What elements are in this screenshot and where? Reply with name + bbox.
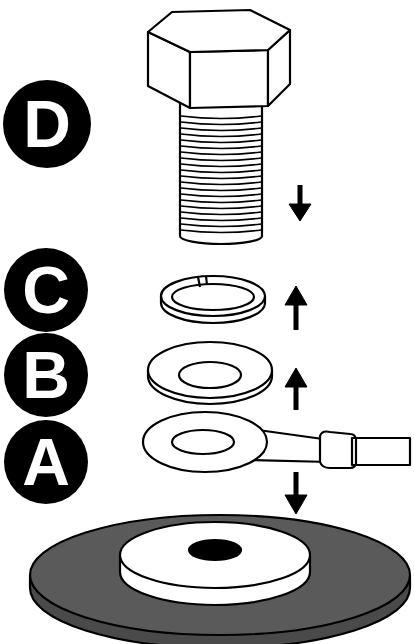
boss-top [120, 522, 310, 588]
callout-circle: A [4, 420, 88, 504]
down-arrow [289, 185, 311, 221]
thread-line [181, 182, 261, 185]
bolt-threads [181, 116, 261, 233]
lock-washer-split [198, 276, 207, 287]
callout-letter: D [23, 91, 71, 157]
thread-line [181, 152, 261, 155]
callout-letter: A [22, 429, 70, 495]
wire-end [355, 438, 357, 465]
washer-hole [179, 362, 241, 388]
terminal-hole [172, 430, 234, 454]
thread-line [181, 128, 261, 131]
flat-washer [148, 342, 272, 404]
thread-line [181, 206, 261, 209]
thread-line [181, 194, 261, 197]
thread-line [181, 212, 261, 215]
thread-line [181, 200, 261, 203]
lock-washer [161, 276, 265, 323]
bolt-shank [180, 100, 262, 244]
callout-circle: D [3, 80, 91, 168]
thread-line [181, 140, 261, 143]
base-plate [30, 515, 410, 644]
terminal-ring [143, 412, 267, 472]
bolt-head-top [148, 10, 290, 52]
up-arrow [285, 368, 307, 410]
crimp-barrel [320, 432, 356, 469]
hex-bolt [148, 10, 290, 244]
lock-washer-top [161, 276, 265, 316]
washer-top [148, 342, 272, 398]
callout-letter: C [22, 257, 70, 323]
thread-line [181, 164, 261, 167]
thread-line [181, 146, 261, 149]
thread-line [181, 224, 261, 227]
up-arrow [285, 286, 307, 330]
thread-line [181, 170, 261, 173]
base-plate-top [30, 515, 410, 635]
thread-line [181, 134, 261, 137]
thread-line [181, 122, 261, 125]
callout-circle: B [4, 333, 88, 417]
thread-line [181, 188, 261, 191]
ring-terminal [143, 412, 410, 472]
thread-line [181, 158, 261, 161]
thread-line [181, 218, 261, 221]
thread-line [181, 176, 261, 179]
callout-letter: B [22, 342, 70, 408]
thread-line [181, 116, 261, 119]
thread-line [181, 230, 261, 233]
down-arrow [285, 472, 307, 514]
callout-circle: C [4, 248, 88, 332]
wire [352, 438, 410, 465]
bolt-hole [189, 540, 241, 560]
bolt-head-face [190, 50, 268, 108]
lock-washer-hole [172, 284, 254, 310]
